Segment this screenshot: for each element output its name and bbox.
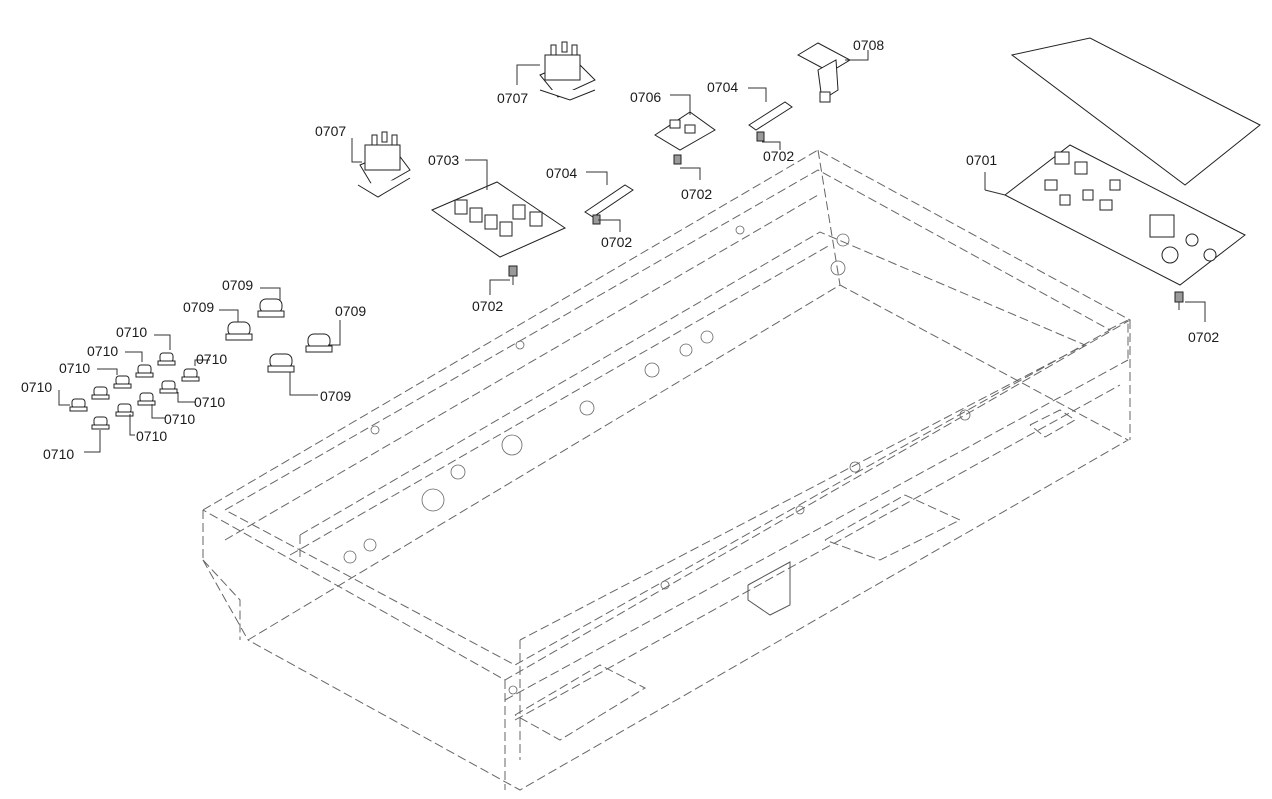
label-0701: 0701 — [966, 152, 997, 168]
label-0709-a: 0709 — [222, 277, 253, 293]
label-0702-right: 0702 — [1188, 329, 1219, 345]
label-0709-c: 0709 — [335, 303, 366, 319]
label-0710-e: 0710 — [196, 351, 227, 367]
part-0704-upper — [748, 101, 793, 142]
label-0702-under-0706: 0702 — [681, 186, 712, 202]
label-0702-under-0704-upper: 0702 — [763, 148, 794, 164]
chassis-frame — [202, 149, 1132, 791]
label-0702-under-0704: 0702 — [601, 234, 632, 250]
label-0702-mid: 0702 — [472, 298, 503, 314]
part-0707-transformer-left — [357, 131, 411, 198]
label-0709-d: 0709 — [320, 388, 351, 404]
label-0710-h: 0710 — [136, 428, 167, 444]
label-0704-lower: 0704 — [546, 165, 577, 181]
part-0708-bracket — [796, 42, 852, 103]
label-0703: 0703 — [428, 152, 459, 168]
label-0707-top: 0707 — [497, 90, 528, 106]
label-0707-left: 0707 — [315, 123, 346, 139]
label-0704-upper: 0704 — [707, 79, 738, 95]
part-0709-clips — [225, 298, 333, 373]
label-0710-a: 0710 — [116, 324, 147, 340]
part-0704-lower — [584, 184, 634, 225]
label-0710-b: 0710 — [87, 343, 118, 359]
label-0710-d: 0710 — [21, 379, 52, 395]
screw-0702-under-0703 — [508, 265, 518, 285]
part-0703-relay-board — [430, 181, 567, 258]
part-0707-transformer-top — [539, 41, 596, 101]
label-0708: 0708 — [853, 37, 884, 53]
screw-0702-right — [1174, 291, 1184, 310]
label-0710-c: 0710 — [59, 360, 90, 376]
part-0710-clips — [69, 352, 200, 430]
label-0710-i: 0710 — [43, 446, 74, 462]
label-0710-f: 0710 — [194, 394, 225, 410]
label-0706: 0706 — [630, 89, 661, 105]
part-0706-control-board — [654, 111, 716, 165]
label-0709-b: 0709 — [183, 299, 214, 315]
label-0710-g: 0710 — [164, 411, 195, 427]
part-0701-main-board — [1004, 37, 1261, 286]
